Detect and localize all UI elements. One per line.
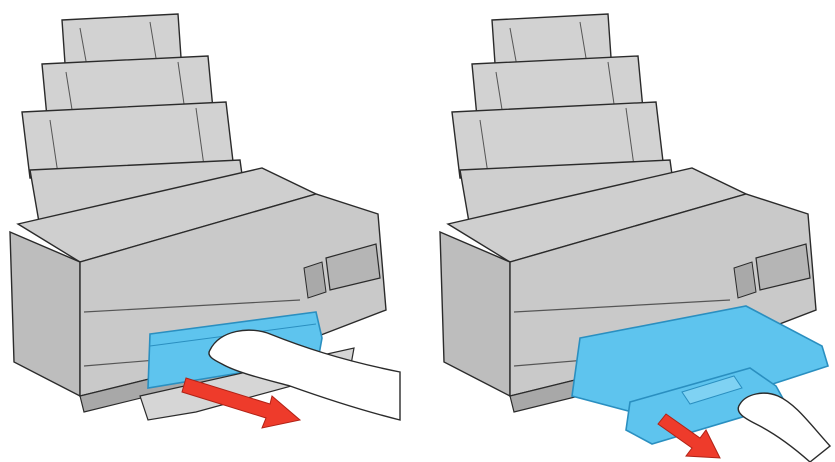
right-panel (439, 13, 832, 462)
left-panel (9, 13, 401, 429)
front-tray-right (571, 305, 829, 421)
pull-arrow-left (181, 377, 302, 429)
hand-left (208, 329, 401, 421)
pull-arrow-right (657, 413, 721, 459)
hand-right (737, 392, 832, 462)
